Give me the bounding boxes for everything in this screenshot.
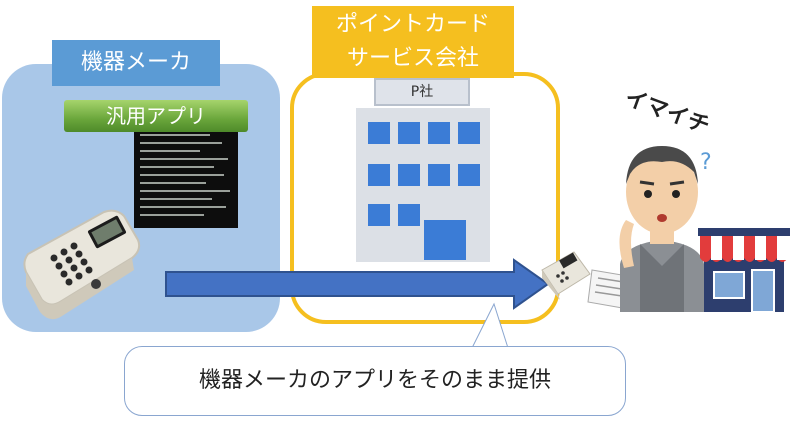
terminal-screenshot (134, 128, 238, 228)
company-label: ポイントカード サービス会社 (312, 6, 514, 78)
company-sign: P社 (374, 78, 470, 106)
company-label-line2: サービス会社 (346, 46, 479, 71)
callout-tail (472, 302, 509, 350)
app-label: 汎用アプリ (64, 100, 248, 132)
shopkeeper-icon (619, 146, 704, 312)
maker-label: 機器メーカ (52, 40, 220, 86)
callout-box: 機器メーカのアプリをそのまま提供 (124, 346, 626, 416)
arrow-right (165, 258, 550, 310)
small-terminal-icon (541, 251, 591, 300)
thought-text: イマイチ (621, 85, 713, 140)
question-mark: ? (700, 150, 712, 175)
company-label-line1: ポイントカード (335, 12, 490, 37)
card-terminal-icon (23, 209, 141, 320)
building-door (422, 218, 468, 262)
shop-icon (698, 228, 790, 312)
